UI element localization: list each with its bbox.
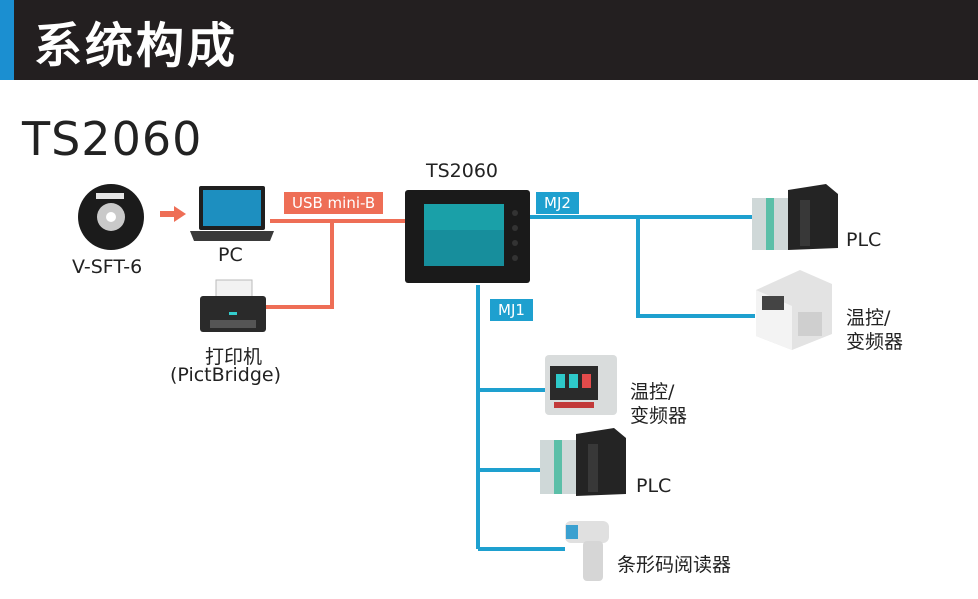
controller-box-icon bbox=[545, 355, 617, 415]
printer-icon bbox=[200, 279, 266, 332]
touch-panel-icon bbox=[405, 190, 530, 283]
header-accent bbox=[0, 0, 14, 80]
controller-box-icon bbox=[756, 270, 832, 350]
laptop-icon bbox=[190, 186, 274, 241]
plc-icon bbox=[752, 184, 838, 250]
controller-mid-label: 温控/ bbox=[630, 381, 675, 403]
printer-sublabel: (PictBridge) bbox=[170, 364, 281, 386]
controller-right-label: 温控/ bbox=[846, 307, 891, 329]
plc-bottom-label: PLC bbox=[636, 475, 672, 497]
mj-connection-lines bbox=[476, 215, 755, 551]
controller-right-sublabel: 变频器 bbox=[846, 331, 904, 353]
arrow-right-icon bbox=[160, 206, 186, 222]
controller-mid-sublabel: 变频器 bbox=[630, 405, 688, 427]
page-title: 系统构成 bbox=[34, 18, 239, 74]
mj2-port-tag: MJ2 bbox=[536, 192, 579, 214]
usb-port-tag: USB mini-B bbox=[284, 192, 384, 214]
header-bar: 系统构成 bbox=[0, 0, 978, 80]
barcode-label: 条形码阅读器 bbox=[617, 554, 732, 576]
printer-label: 打印机 bbox=[205, 346, 263, 368]
plc-top-label: PLC bbox=[846, 229, 882, 251]
cd-icon bbox=[78, 184, 144, 250]
pc-label: PC bbox=[218, 244, 243, 266]
hmi-label: TS2060 bbox=[426, 160, 499, 182]
mj1-port-tag: MJ1 bbox=[490, 299, 533, 321]
plc-icon bbox=[540, 428, 626, 496]
barcode-reader-icon bbox=[565, 521, 609, 581]
usb-connection-lines bbox=[264, 219, 405, 309]
model-name: TS2060 bbox=[22, 112, 203, 166]
software-label: V-SFT-6 bbox=[72, 256, 143, 278]
